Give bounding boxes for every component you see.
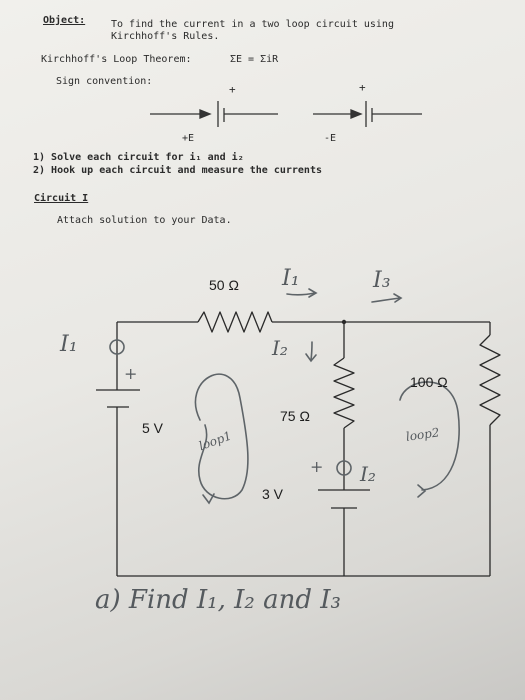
loop2-arrow-head-icon bbox=[417, 484, 427, 498]
sign-plus-right: + bbox=[359, 81, 366, 94]
object-text: To find the current in a two loop circui… bbox=[111, 19, 394, 30]
object-label: Object: bbox=[43, 15, 86, 26]
i2-down-arrow-head-icon bbox=[305, 353, 317, 363]
i3-arrow-line bbox=[371, 297, 401, 303]
arrow-right-icon bbox=[199, 109, 212, 119]
i1-arrow-head-icon bbox=[308, 288, 318, 298]
theorem-label: Kirchhoff's Loop Theorem: bbox=[41, 54, 192, 65]
circuit-instruction: Attach solution to your Data. bbox=[57, 215, 232, 226]
circuit-heading: Circuit I bbox=[34, 193, 89, 204]
sign-plus-left: + bbox=[229, 83, 236, 96]
junction-node bbox=[341, 319, 347, 325]
resistor-75-label: 75 Ω bbox=[280, 408, 310, 424]
step-1: 1) Solve each circuit for i₁ and i₂ bbox=[33, 152, 244, 163]
hand-i1-left: I₁ bbox=[60, 332, 78, 357]
battery-5v-label: 5 V bbox=[142, 420, 164, 436]
resistor-50 bbox=[197, 311, 273, 333]
resistor-100-label: 100 Ω bbox=[410, 374, 448, 390]
hand-plus-3v: + bbox=[310, 457, 324, 476]
i1-arrow-line bbox=[286, 292, 316, 296]
hand-i3-top: I₃ bbox=[373, 268, 391, 293]
hand-question: a) Find I₁, I₂ and I₃ bbox=[95, 585, 341, 615]
ammeter-middle-icon bbox=[336, 460, 352, 476]
resistor-100 bbox=[479, 334, 501, 426]
loop2-circle bbox=[399, 381, 460, 491]
object-text-2: Kirchhoff's Rules. bbox=[111, 31, 220, 42]
hand-plus-5v: + bbox=[124, 364, 138, 383]
i3-arrow-head-icon bbox=[393, 293, 403, 303]
battery-3v-label: 3 V bbox=[262, 486, 284, 502]
resistor-75 bbox=[333, 357, 355, 429]
step-2: 2) Hook up each circuit and measure the … bbox=[33, 165, 322, 176]
hand-i2-mid: I₂ bbox=[272, 336, 288, 360]
ammeter-left-icon bbox=[109, 339, 125, 355]
hand-i2-low: I₂ bbox=[360, 462, 376, 486]
i2-down-arrow-line bbox=[310, 341, 313, 361]
sign-convention-label: Sign convention: bbox=[56, 76, 153, 87]
theorem-formula: ΣE = ΣiR bbox=[230, 54, 279, 65]
arrow-right-icon-2 bbox=[350, 109, 363, 119]
sign-label-negative: -E bbox=[324, 133, 337, 144]
sign-label-positive: +E bbox=[182, 133, 195, 144]
loop1-arrow-head-icon bbox=[202, 493, 215, 505]
loop1-circle bbox=[194, 373, 249, 500]
hand-i1-top: I₁ bbox=[282, 266, 300, 291]
resistor-50-label: 50 Ω bbox=[209, 277, 239, 293]
